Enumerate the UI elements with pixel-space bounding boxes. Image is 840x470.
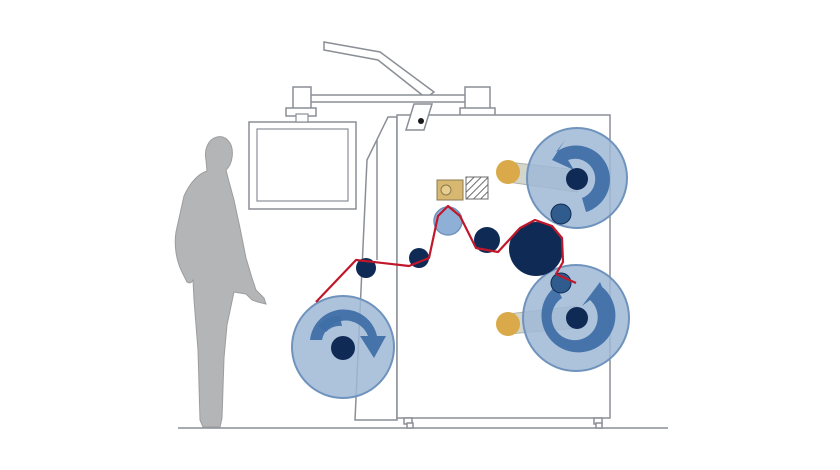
core-roller (566, 168, 588, 190)
core-roller (566, 307, 588, 329)
web-path (315, 204, 577, 303)
arm-pivot (496, 160, 520, 184)
contact-roller (550, 203, 572, 225)
strut-pivot-dot (418, 118, 424, 124)
heater-nozzle (440, 184, 452, 196)
boom-strut (404, 103, 434, 131)
monitor-mount (295, 113, 309, 123)
rewind-reel-upper (496, 127, 628, 229)
idler-roller (474, 227, 500, 253)
control-monitor (248, 113, 357, 210)
reel-rotate-icon-tail (318, 316, 342, 332)
rewind-reel-lower (496, 264, 630, 372)
unwind-reel (291, 295, 395, 399)
reel-rotate-icon (552, 140, 610, 212)
overhead-boom-arm (285, 41, 496, 117)
core-roller (331, 336, 355, 360)
operator-silhouette (174, 136, 267, 428)
reel-rotate-icon (541, 282, 616, 353)
arm-pivot (496, 312, 520, 336)
idler-roller (356, 258, 376, 278)
chill-roller (509, 222, 563, 276)
hatched-block (465, 176, 489, 200)
lamination-heater (436, 176, 489, 201)
nip-roller-light (433, 206, 463, 236)
